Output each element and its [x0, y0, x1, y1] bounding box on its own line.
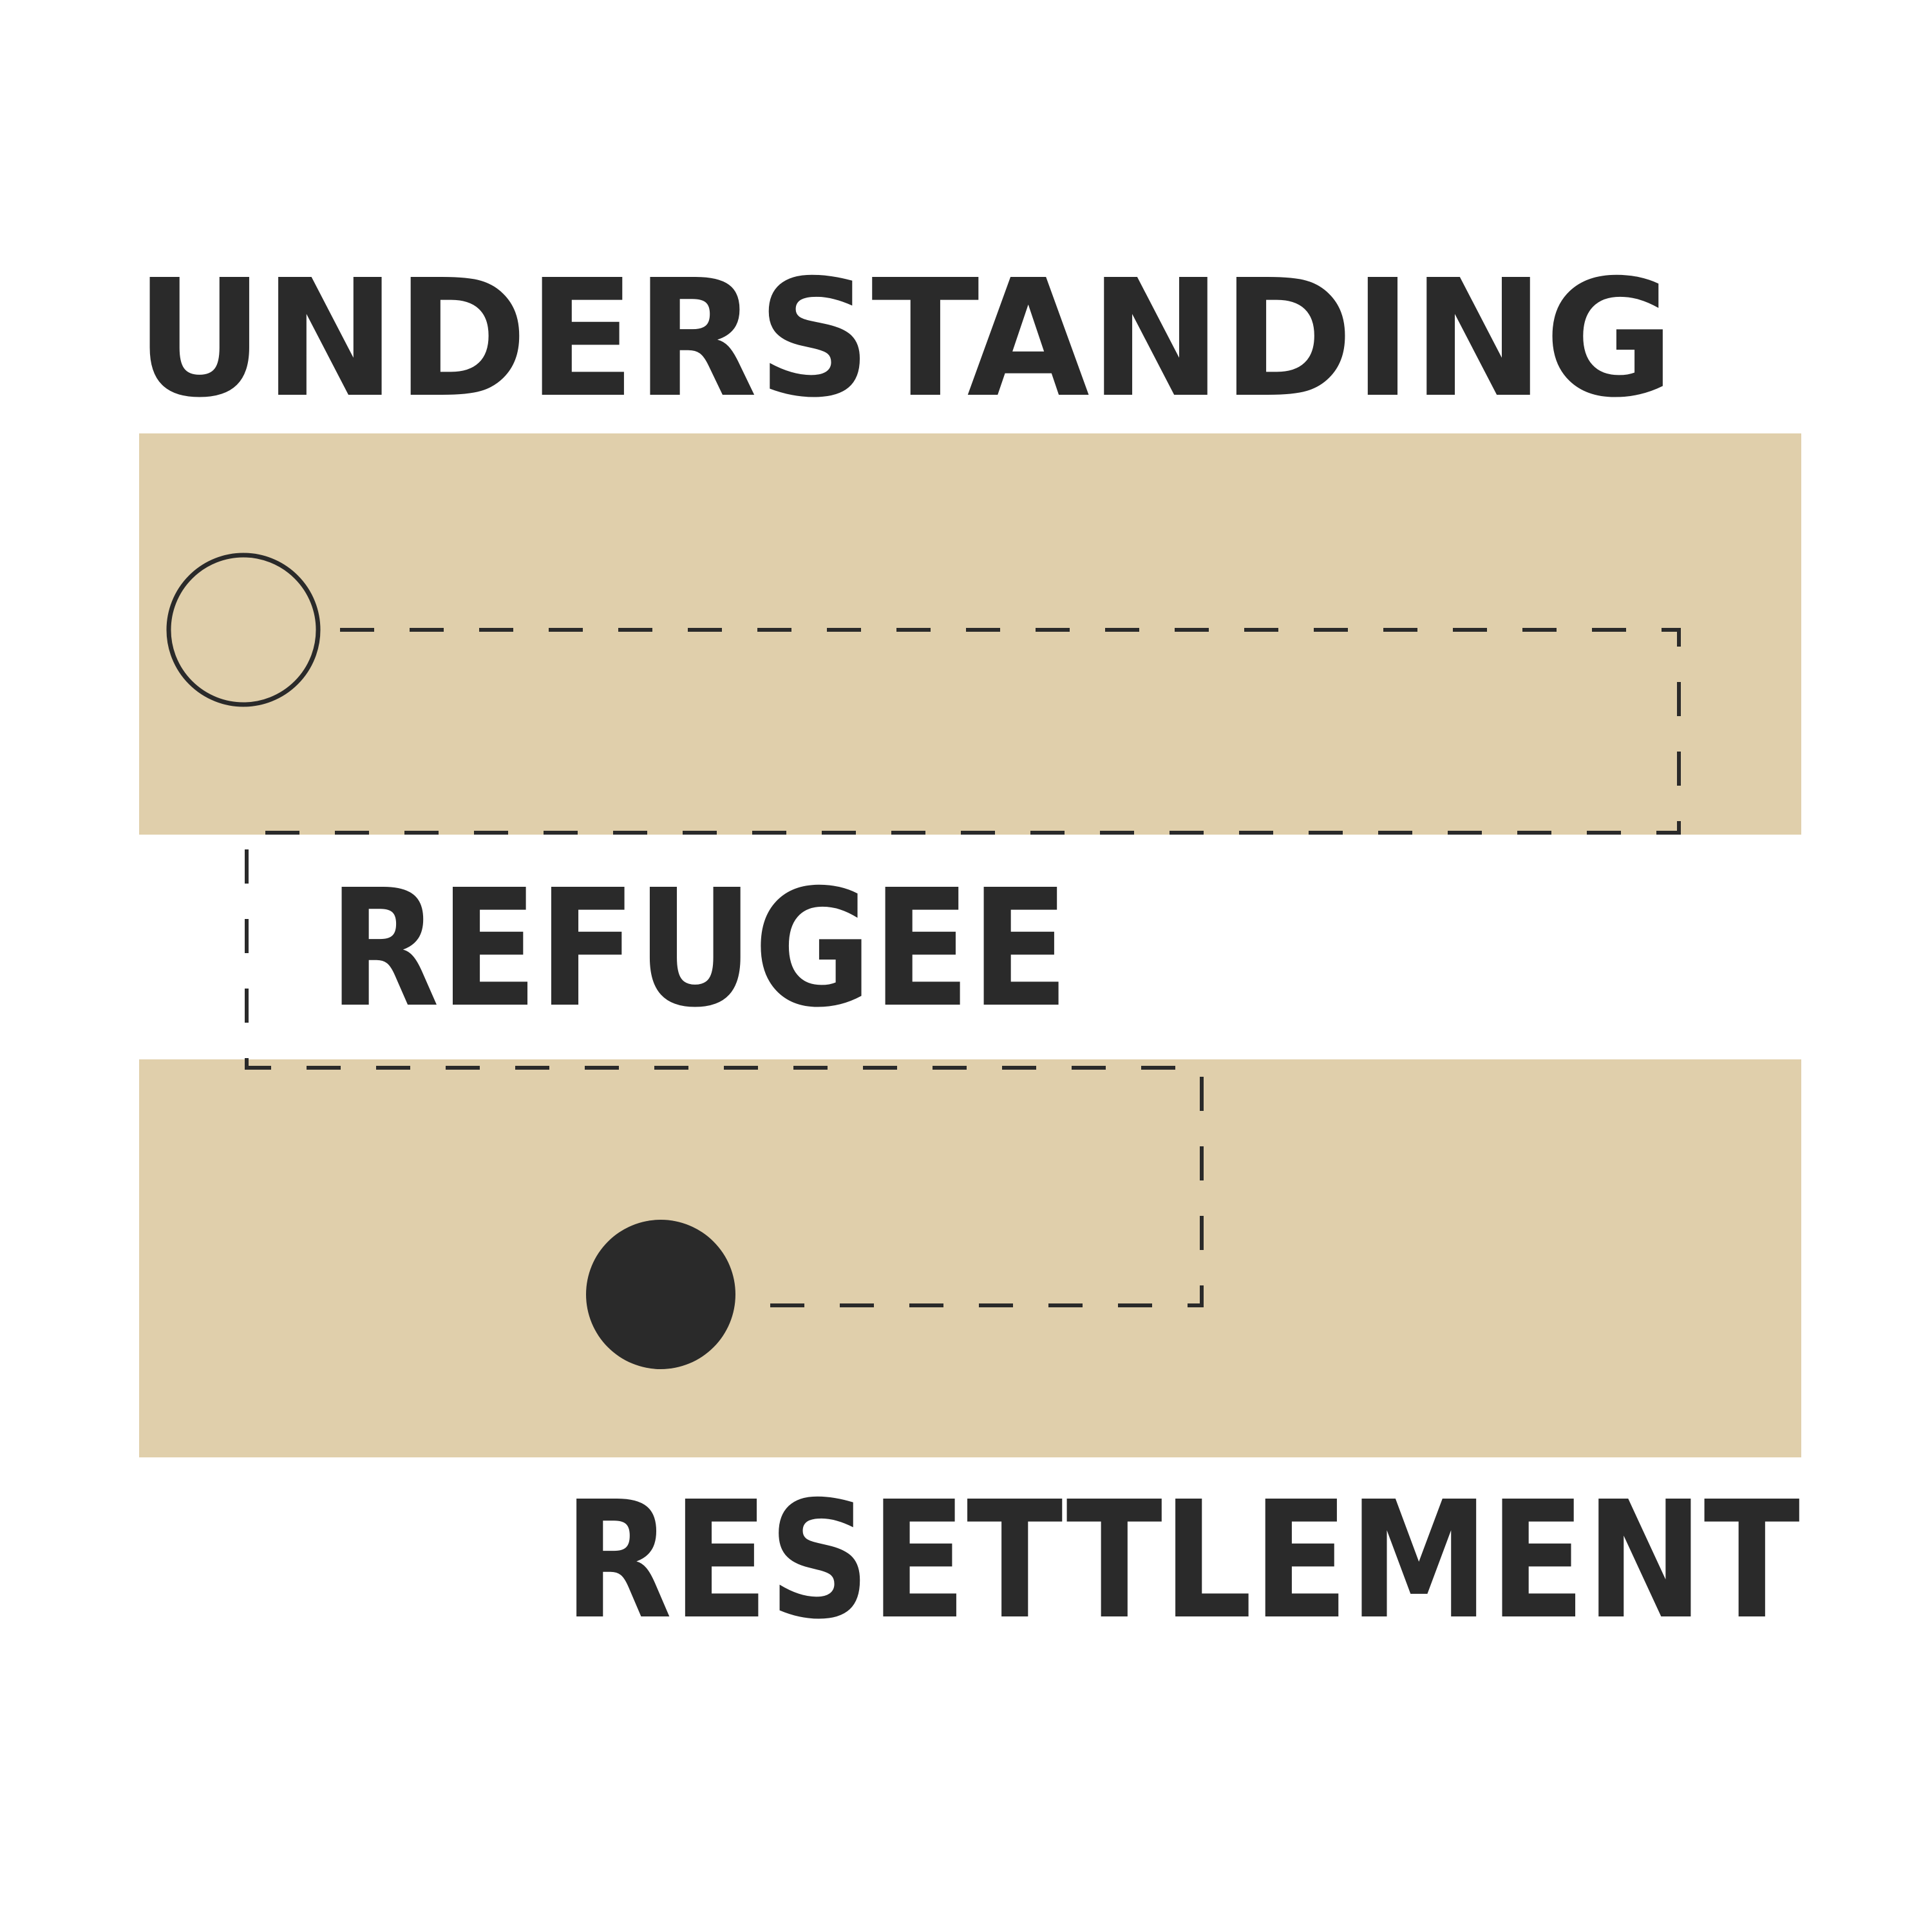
- start-circle-icon: [166, 553, 321, 707]
- dashed-route-line: [245, 628, 1681, 1307]
- top-band: [139, 433, 1801, 835]
- end-dot-icon: [586, 1220, 735, 1369]
- title-word-resettlement: RESETTLEMENT: [564, 1467, 1800, 1655]
- title-word-understanding: UNDERSTANDING: [135, 245, 1674, 433]
- title-word-refugee: REFUGEE: [328, 855, 1069, 1043]
- bottom-band: [139, 1059, 1801, 1457]
